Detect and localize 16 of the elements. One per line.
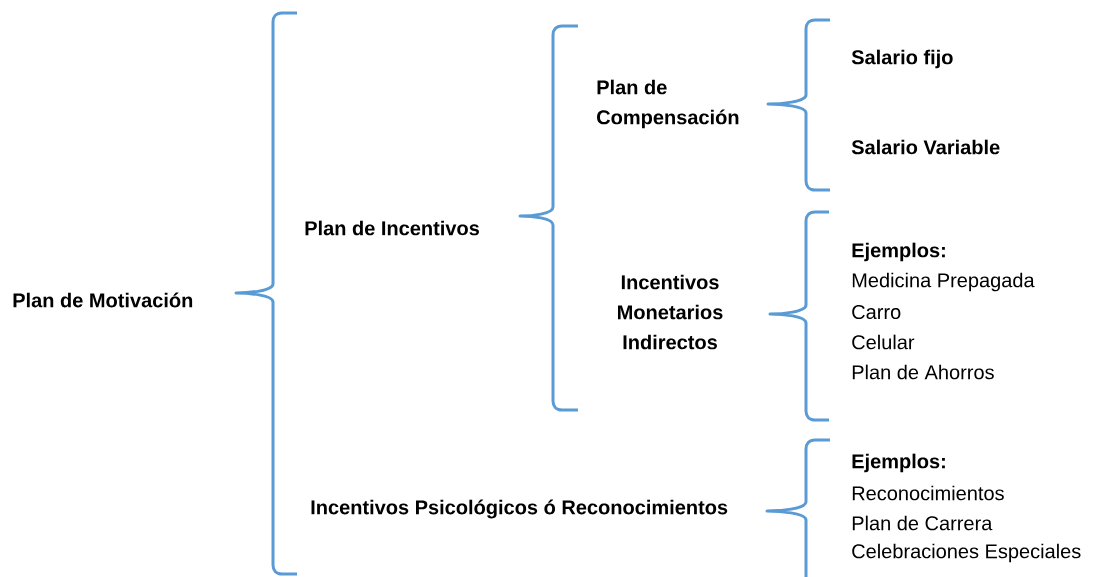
list-item: Plan de Ahorros bbox=[852, 364, 994, 380]
branch-label: Salario Variable bbox=[851, 139, 1000, 155]
branch-label: Salario fijo bbox=[851, 49, 953, 69]
branch-label: Incentivos Psicológicos ó Reconocimientos bbox=[311, 499, 728, 519]
list-item: Plan de Carrera bbox=[852, 515, 993, 531]
branch-label: Plan de Compensación bbox=[597, 79, 739, 129]
branch-label: Plan de Motivación bbox=[13, 292, 193, 308]
list-heading: Ejemplos: bbox=[852, 453, 945, 473]
branch-label: Incentivos Monetarios Indirectos bbox=[618, 274, 723, 350]
list-item: Reconocimientos bbox=[852, 485, 1004, 501]
list-item: Celebraciones Especiales bbox=[852, 543, 1081, 563]
branch-label: Plan de Incentivos bbox=[305, 220, 479, 236]
list-heading: Ejemplos: bbox=[852, 242, 945, 262]
list-item: Medicina Prepagada bbox=[852, 272, 1035, 292]
list-item: Carro bbox=[852, 304, 901, 320]
list-item: Celular bbox=[852, 334, 915, 350]
